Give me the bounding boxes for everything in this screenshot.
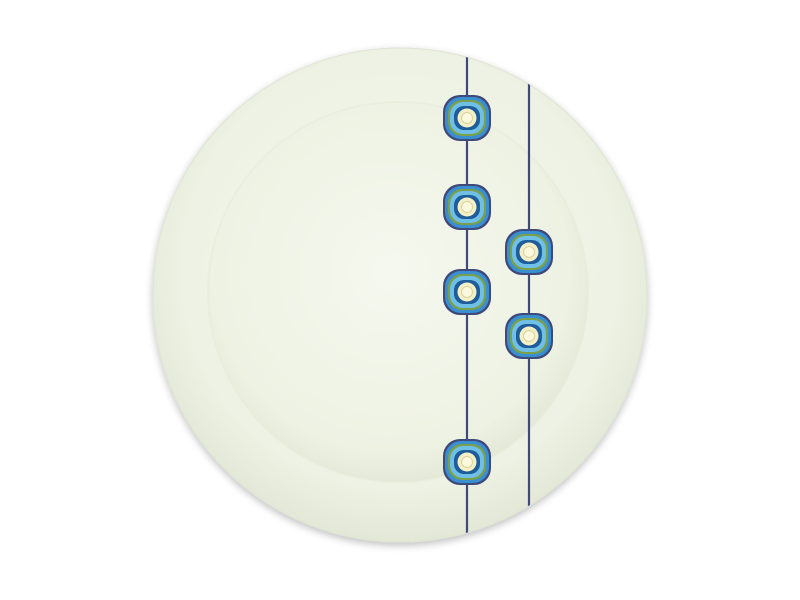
bead-ornament [442, 438, 492, 486]
plate-decoration [442, 48, 554, 542]
bead-ornament [442, 94, 492, 142]
bead-ornament [442, 268, 492, 316]
bead-ornament [504, 312, 554, 360]
bead-ornament [442, 183, 492, 231]
plate-well [208, 102, 588, 482]
bead-ornament [504, 228, 554, 276]
